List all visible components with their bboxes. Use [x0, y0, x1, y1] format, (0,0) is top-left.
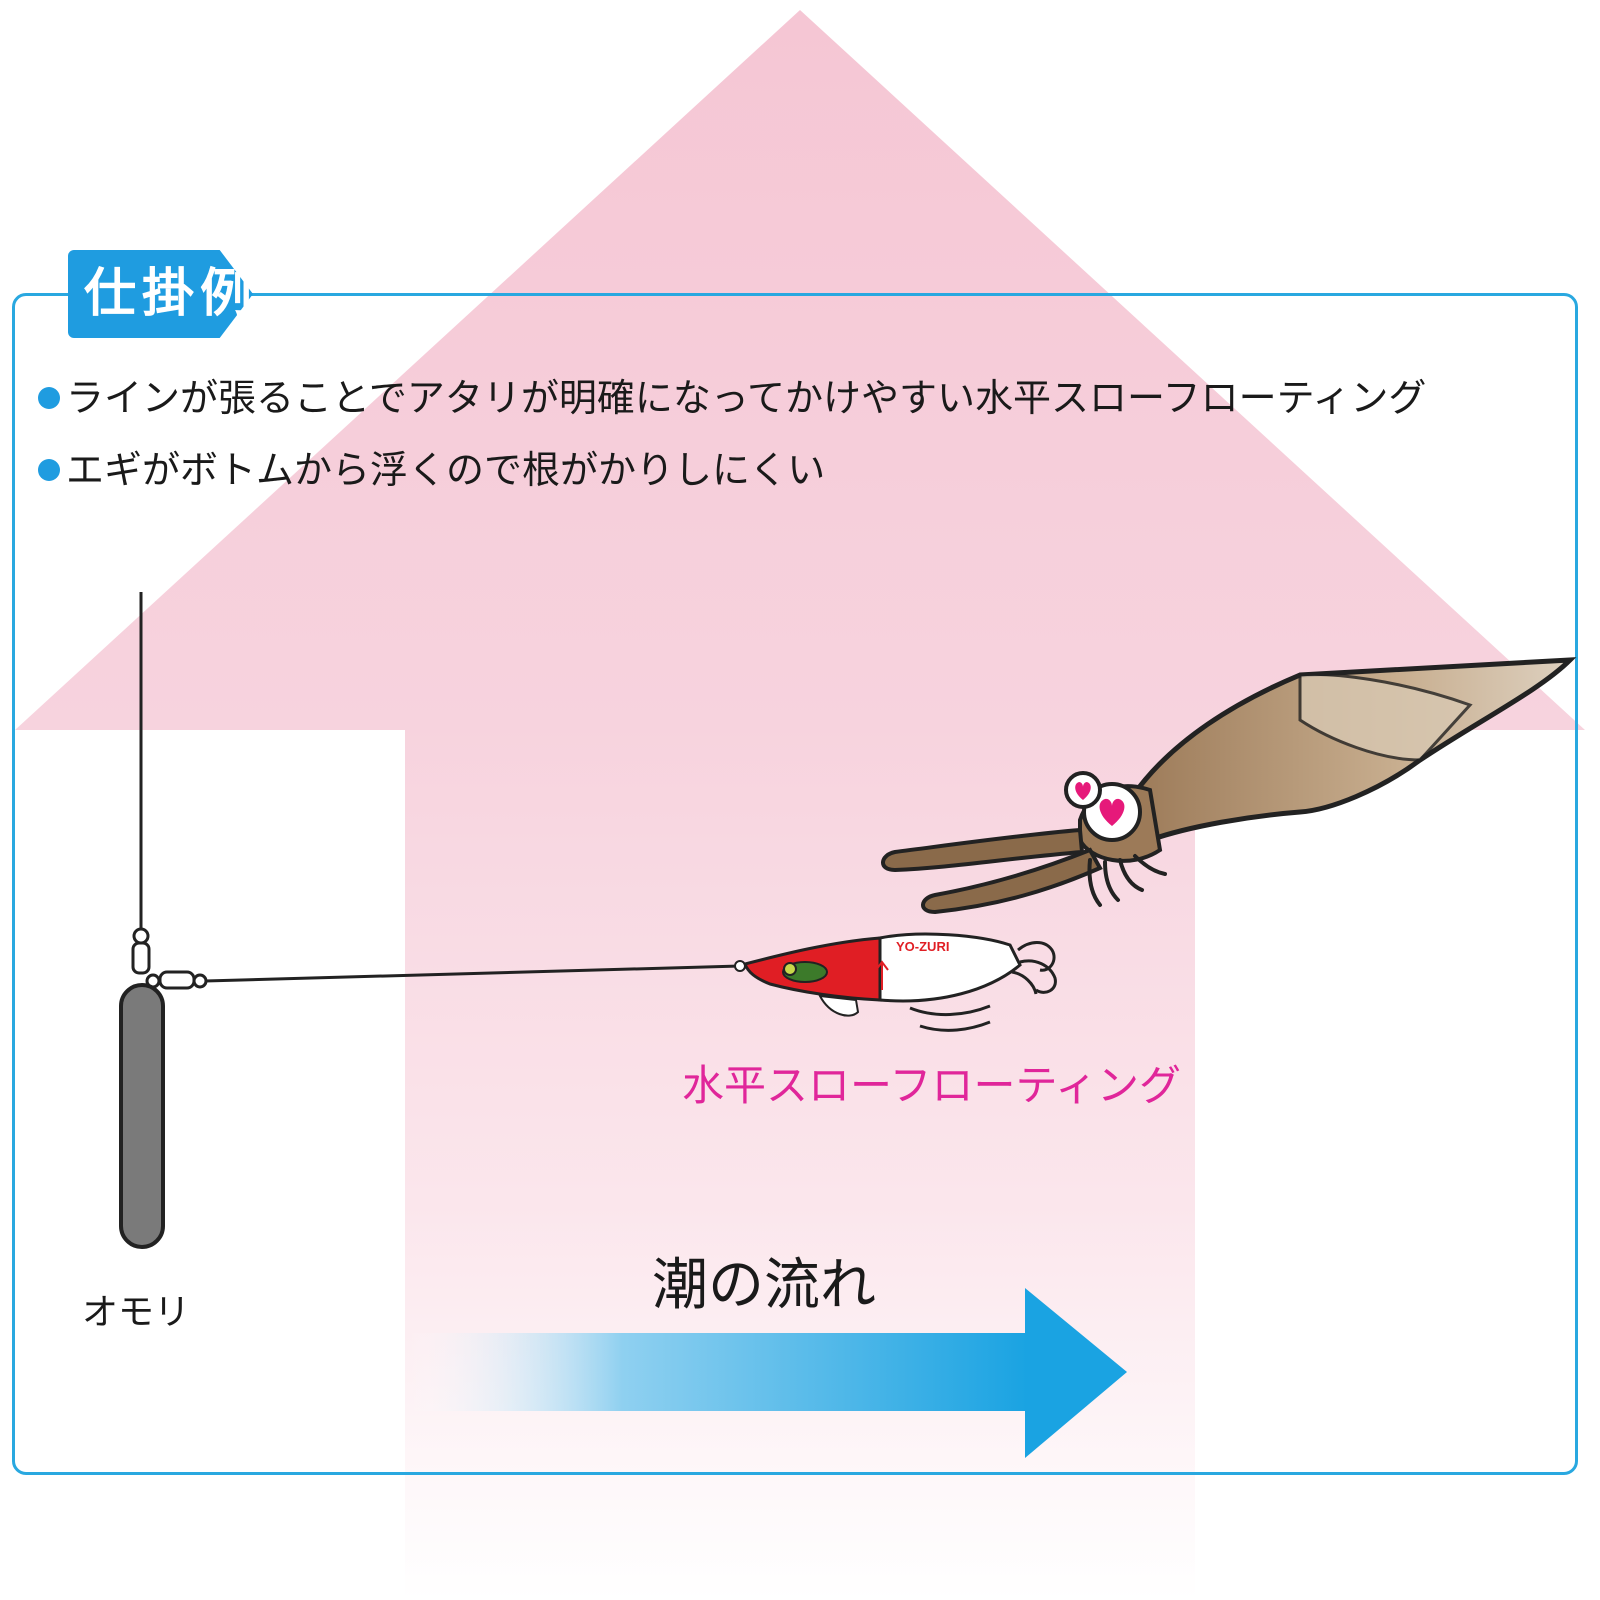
bullet-text: エギがボトムから浮くので根がかりしにくい [66, 448, 826, 492]
bullet-dot-icon [38, 458, 60, 481]
bullet-list: ラインが張ることでアタリが明確になってかけやすい水平スローフローティング エギが… [38, 368, 1426, 512]
egi-lure-icon: YO-ZURI [734, 932, 1057, 1032]
current-label: 潮の流れ [652, 1253, 876, 1318]
sinker-label: オモリ [82, 1292, 191, 1333]
current-arrow-icon [405, 1288, 1127, 1458]
squid-icon [881, 657, 1577, 915]
bullet-dot-icon [38, 386, 60, 409]
bullet-item: エギがボトムから浮くので根がかりしにくい [38, 440, 1426, 512]
section-title: 仕掛例 [84, 264, 259, 324]
section-tab [68, 250, 253, 338]
swivel-icon [131, 927, 208, 990]
sinker-icon [119, 983, 165, 1249]
example-frame [12, 293, 1578, 1475]
svg-text:YO-ZURI: YO-ZURI [896, 939, 949, 954]
bullet-text: ラインが張ることでアタリが明確になってかけやすい水平スローフローティング [66, 376, 1427, 420]
float-label: 水平スローフローティング [682, 1061, 1181, 1110]
leader-line [204, 964, 741, 983]
bullet-item: ラインが張ることでアタリが明確になってかけやすい水平スローフローティング [38, 368, 1426, 440]
